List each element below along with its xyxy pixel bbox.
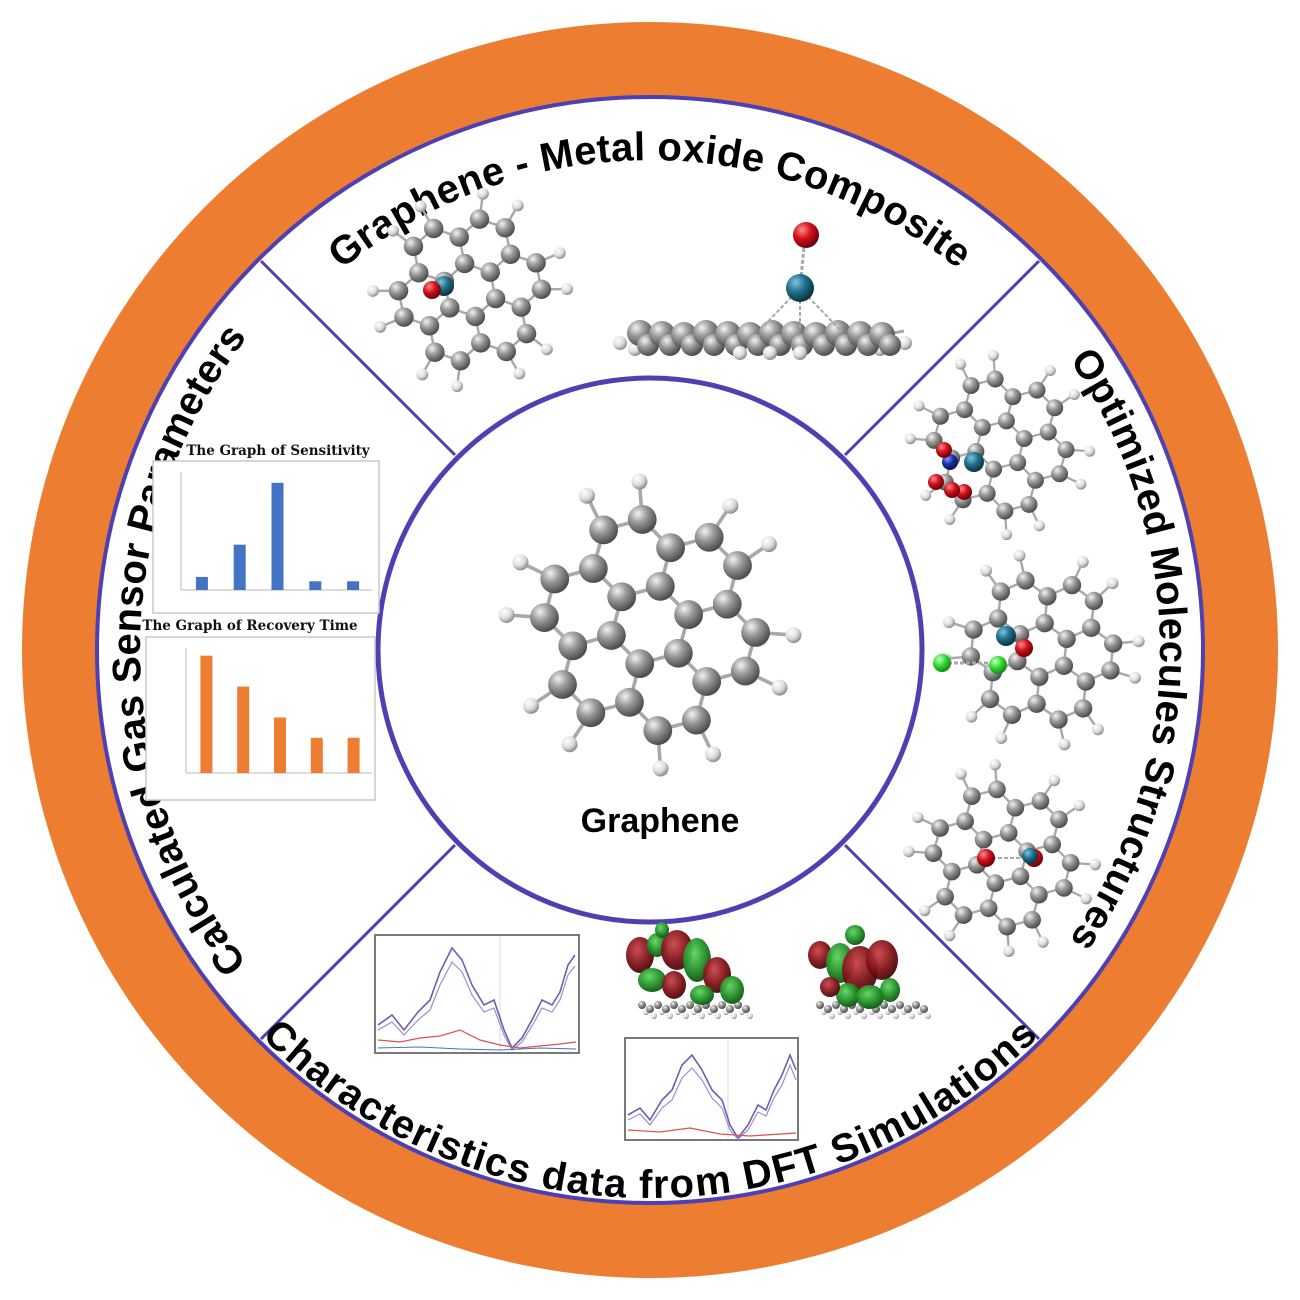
recovery-bar-4: [310, 737, 323, 773]
sensitivity-chart: The Graph of Sensitivity: [152, 443, 380, 614]
recovery-bar-5: [347, 737, 360, 773]
recovery-bar-3: [274, 717, 286, 773]
spectrum-plot-icon-1: [374, 934, 580, 1054]
sensitivity-bar-5: [347, 581, 360, 590]
recovery-bar-2: [237, 686, 250, 773]
sensitivity-chart-frame: [152, 460, 380, 614]
orbital-isosurface-icon-2: [808, 925, 931, 1019]
sensitivity-bar-3: [271, 482, 284, 590]
sensitivity-chart-title: The Graph of Sensitivity: [186, 443, 370, 459]
sensitivity-bars: [195, 482, 360, 590]
graphene-molecule-icon: [498, 473, 802, 777]
optimized-molecule-icon-2: [933, 549, 1145, 751]
optimized-molecule-icon-1: [904, 349, 1096, 541]
spectrum-plot-icon-2: [624, 1037, 799, 1141]
sensitivity-bar-1: [195, 576, 208, 590]
optimized-molecule-icon-3: [903, 759, 1101, 957]
center-label: Graphene: [581, 802, 740, 840]
recovery-bar-1: [200, 655, 213, 773]
recovery-chart-title: The Graph of Recovery Time: [142, 618, 357, 634]
center-circle: [375, 375, 925, 925]
recovery-chart-frame: [145, 636, 376, 801]
sensitivity-bar-2: [233, 544, 246, 590]
metal-oxide-molecule-icon: [366, 187, 574, 393]
recovery-bars: [200, 655, 360, 773]
metal-oxide-side-view-icon: [613, 222, 912, 360]
orbital-isosurface-icon: [626, 922, 753, 1019]
sensitivity-bar-4: [309, 581, 322, 590]
sector-dividers: [259, 259, 1041, 1041]
recovery-chart: The Graph of Recovery Time: [142, 618, 376, 801]
